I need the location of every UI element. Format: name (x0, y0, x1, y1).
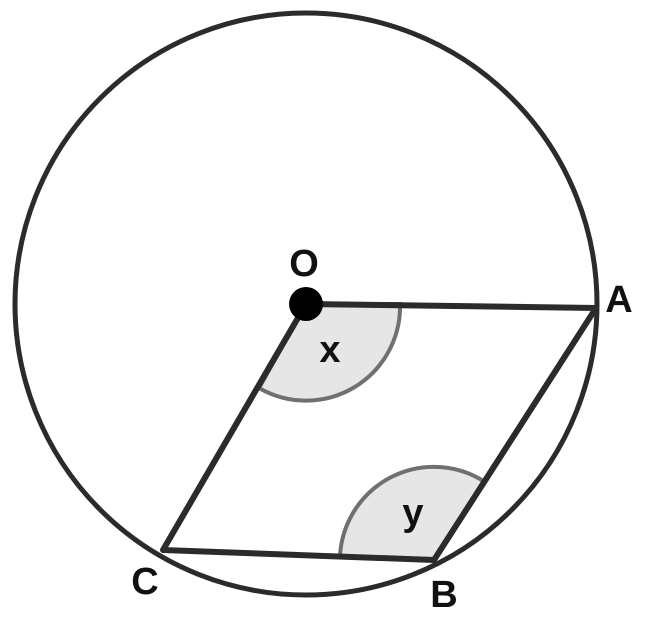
parallelogram-oabc (160, 301, 599, 563)
angle-x-label: x (319, 329, 340, 371)
center-point (289, 287, 323, 321)
label-a: A (605, 279, 632, 321)
label-c: C (131, 561, 158, 603)
circle (12, 10, 600, 598)
angle-y-label: y (402, 492, 423, 534)
label-b: B (430, 574, 457, 616)
label-o: O (289, 243, 319, 285)
